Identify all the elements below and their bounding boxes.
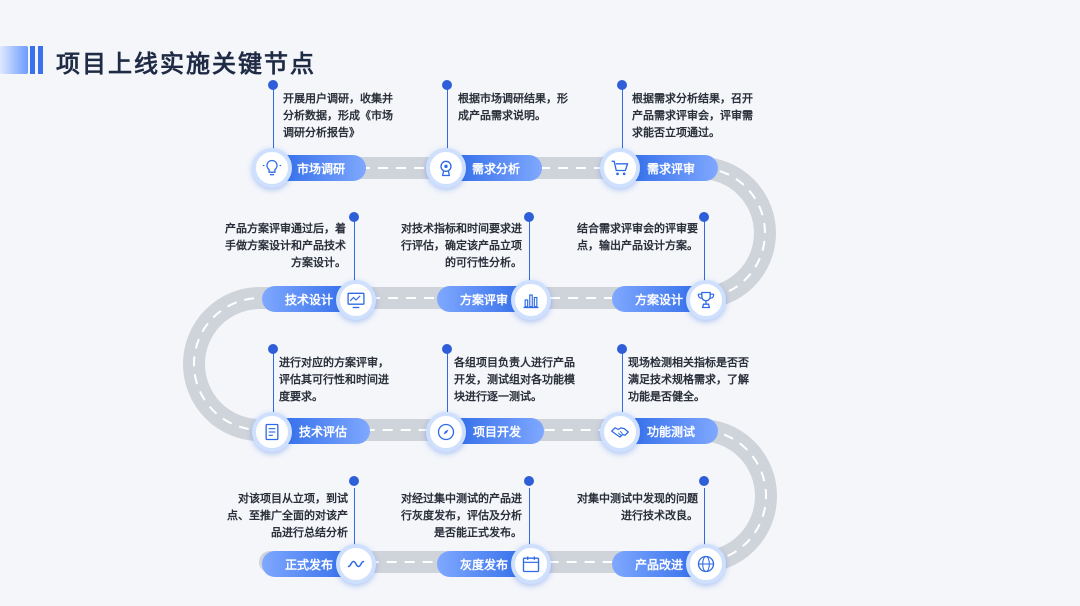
node-desc-gray-release: 对经过集中测试的产品进行灰度发布，评估及分析是否能正式发布。 xyxy=(401,492,522,539)
node-function-test[interactable]: 功能测试 xyxy=(624,418,718,444)
node-desc-market-research: 开展用户调研，收集并分析数据，形成《市场调研分析报告》 xyxy=(283,92,393,139)
brain-icon xyxy=(426,148,466,188)
marker-dot xyxy=(699,476,709,486)
node-desc-function-test: 现场检测相关指标是否否满足技术规格需求，了解功能是否健全。 xyxy=(628,356,749,403)
bulb-icon xyxy=(252,148,292,188)
marker-dot xyxy=(524,212,534,222)
wave-icon xyxy=(336,544,376,584)
node-desc-official-release: 对该项目从立项，到试点、至推广全面的对该产品进行总结分析 xyxy=(227,492,348,539)
marker-dot xyxy=(524,476,534,486)
notebook-icon xyxy=(252,412,292,452)
marker-dot xyxy=(349,476,359,486)
marker-dot xyxy=(617,80,627,90)
marker-dot xyxy=(617,344,627,354)
globe-icon xyxy=(686,544,726,584)
page-title: 项目上线实施关键节点 xyxy=(56,50,316,78)
node-desc-technical-evaluation: 进行对应的方案评审，评估其可行性和时间进度要求。 xyxy=(279,356,389,403)
marker-dot xyxy=(442,80,452,90)
cart-icon xyxy=(600,148,640,188)
marker-dot xyxy=(268,80,278,90)
marker-dot xyxy=(349,212,359,222)
marker-dot xyxy=(442,344,452,354)
handshake-icon xyxy=(600,412,640,452)
compass-icon xyxy=(426,412,466,452)
title-decoration xyxy=(0,46,48,74)
monitor-icon xyxy=(336,280,376,320)
node-desc-solution-design: 结合需求评审会的评审要点，输出产品设计方案。 xyxy=(577,222,698,252)
node-desc-requirement-analysis: 根据市场调研结果，形成产品需求说明。 xyxy=(458,92,568,122)
node-project-development[interactable]: 项目开发 xyxy=(450,418,544,444)
marker-dot xyxy=(268,344,278,354)
marker-dot xyxy=(699,212,709,222)
node-desc-project-development: 各组项目负责人进行产品开发，测试组对各功能模块进行逐一测试。 xyxy=(454,356,575,403)
node-desc-technical-design: 产品方案评审通过后，着手做方案设计和产品技术方案设计。 xyxy=(225,222,346,269)
node-desc-requirement-review: 根据需求分析结果，召开产品需求评审会，评审需求能否立项通过。 xyxy=(632,92,753,139)
calendar-icon xyxy=(511,544,551,584)
bar-chart-icon xyxy=(511,280,551,320)
node-desc-solution-review: 对技术指标和时间要求进行评估，确定该产品立项的可行性分析。 xyxy=(401,222,522,269)
trophy-icon xyxy=(686,280,726,320)
node-desc-product-improvement: 对集中测试中发现的问题进行技术改良。 xyxy=(577,492,698,522)
